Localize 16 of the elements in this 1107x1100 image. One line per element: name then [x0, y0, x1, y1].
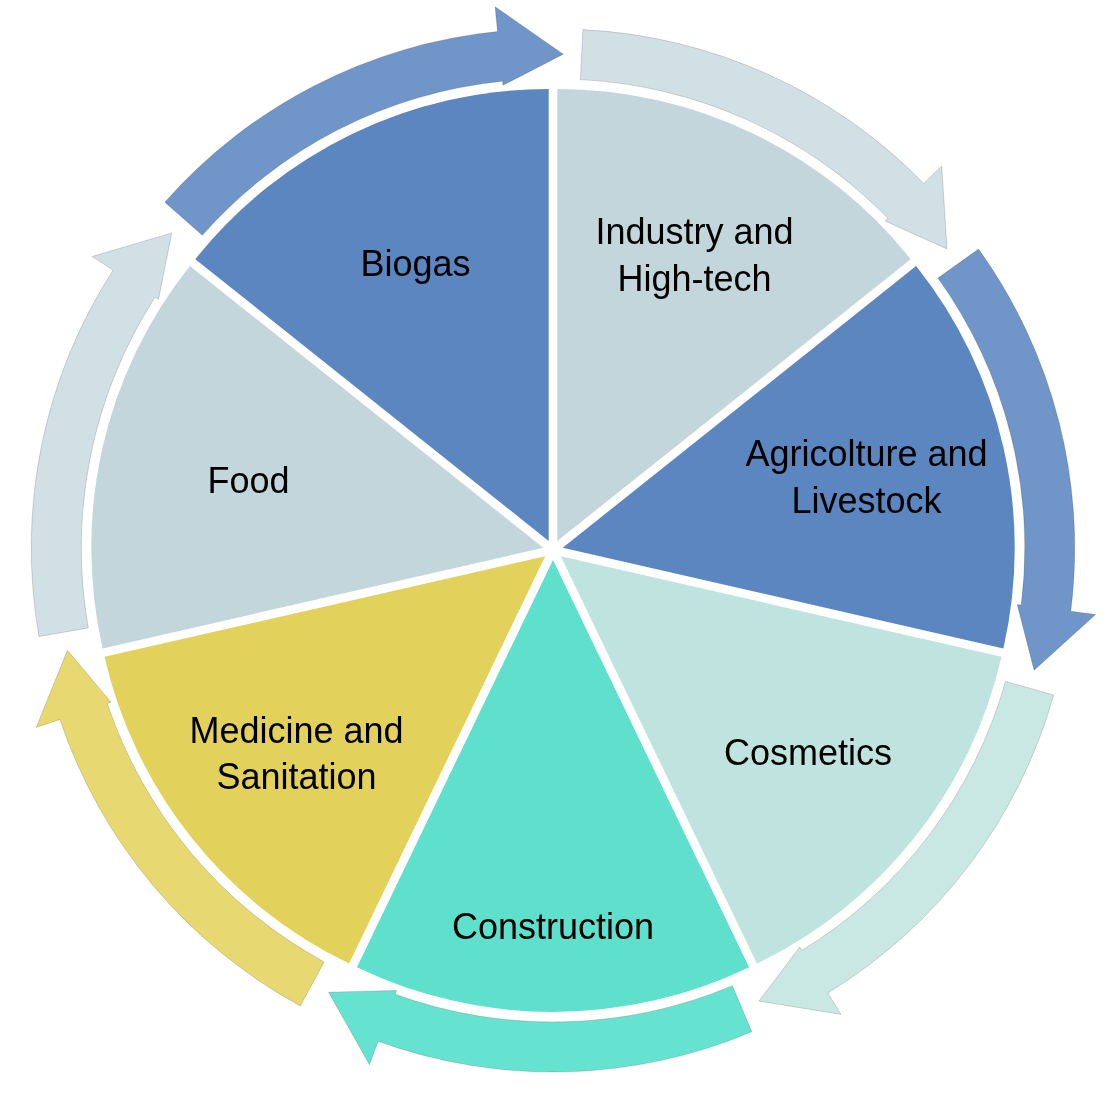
- curved-arrow: [164, 6, 564, 236]
- segment-label: Medicine and Sanitation: [188, 708, 405, 800]
- segment-label: Food: [206, 458, 291, 503]
- segment-label: Construction: [450, 904, 656, 949]
- curved-arrow: [579, 29, 948, 250]
- curved-arrow: [31, 232, 173, 638]
- segment-label: Agricolture and Livestock: [744, 432, 989, 524]
- curved-arrow: [328, 985, 753, 1073]
- wedge-segment: [195, 89, 549, 541]
- curved-arrow: [35, 649, 325, 1007]
- curved-arrow: [937, 248, 1097, 671]
- wedge-segment: [562, 266, 1015, 649]
- segment-label: Industry and High-tech: [594, 210, 795, 302]
- segment-label: Cosmetics: [723, 731, 894, 775]
- curved-arrow: [758, 680, 1055, 1015]
- segment-label: Biogas: [359, 242, 472, 287]
